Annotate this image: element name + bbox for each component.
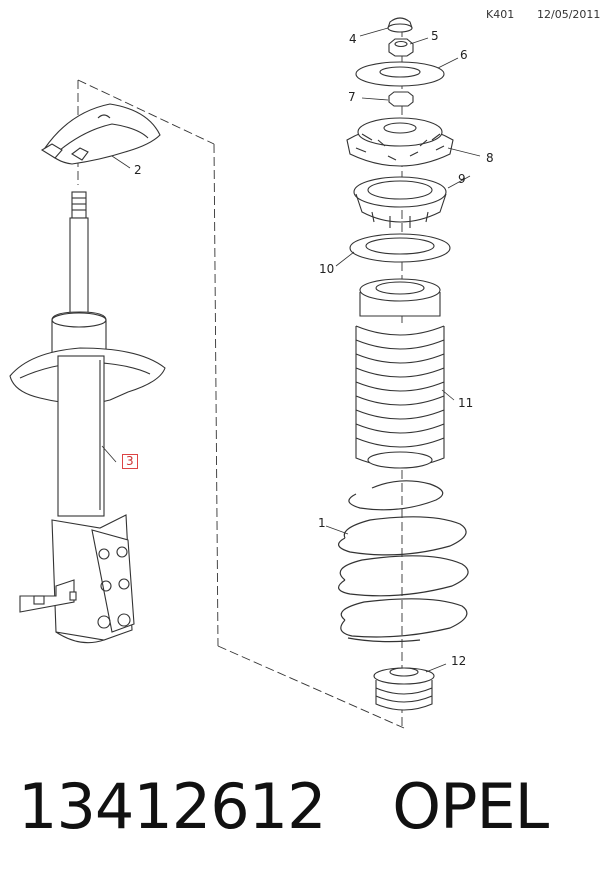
callout-12: 12 [451, 654, 467, 668]
brand-name: OPEL [392, 770, 549, 843]
exploded-strut-diagram [9, 17, 481, 729]
diagram-date: 12/05/2011 [537, 8, 600, 21]
callout-1: 1 [318, 516, 326, 530]
cap-part-4 [387, 17, 413, 33]
callout-11: 11 [458, 396, 474, 410]
callout-4: 4 [349, 32, 357, 46]
strut-bearing-part-9 [353, 176, 447, 228]
part-caption: 13412612 OPEL [18, 770, 598, 843]
washer-part-6 [355, 61, 445, 87]
callout-9: 9 [458, 172, 466, 186]
callout-5: 5 [431, 29, 439, 43]
callout-2: 2 [134, 163, 142, 177]
nut-part-7 [388, 91, 414, 107]
callout-7: 7 [348, 90, 356, 104]
bump-stop-part-12 [373, 667, 435, 711]
callout-8: 8 [486, 151, 494, 165]
top-mount-part-8 [346, 117, 454, 167]
callout-3: 3 [122, 454, 138, 469]
shock-absorber-part-3 [9, 103, 166, 644]
shim-part-10 [349, 233, 451, 263]
bellows-part-11 [355, 278, 445, 469]
upper-spring-seat-part-2 [40, 103, 161, 165]
leader-lines [101, 27, 481, 673]
callout-10: 10 [319, 262, 335, 276]
nut-part-5 [388, 38, 414, 57]
part-number: 13412612 [18, 770, 327, 843]
diagram-code: K401 [486, 8, 515, 21]
coil-spring-part-1 [338, 480, 469, 643]
callout-6: 6 [460, 48, 468, 62]
